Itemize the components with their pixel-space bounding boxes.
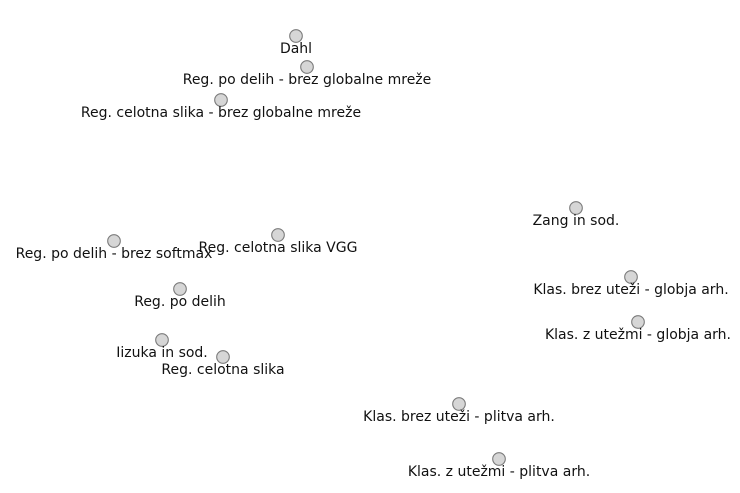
node-marker	[289, 29, 303, 43]
node-label: Reg. po delih	[134, 294, 226, 310]
node-label: Zang in sod.	[533, 213, 620, 229]
node-zang: Zang in sod.	[533, 201, 620, 229]
node-label: Reg. celotna slika VGG	[199, 240, 358, 256]
node-marker	[271, 228, 285, 242]
node-label: Klas. z utežmi - globja arh.	[545, 327, 731, 343]
node-reg-po-delih: Reg. po delih	[134, 282, 226, 310]
node-marker	[624, 270, 638, 284]
node-marker	[452, 397, 466, 411]
node-label: Reg. celotna slika - brez globalne mreže	[81, 105, 361, 121]
node-reg-celotna-brez-globalne: Reg. celotna slika - brez globalne mreže	[81, 93, 361, 121]
node-label: Klas. z utežmi - plitva arh.	[408, 464, 590, 480]
node-klas-brez-utezi-plitva: Klas. brez uteži - plitva arh.	[363, 397, 555, 425]
node-marker	[214, 93, 228, 107]
node-marker	[631, 315, 645, 329]
node-label: Reg. celotna slika	[161, 362, 284, 378]
node-marker	[107, 234, 121, 248]
node-label: Iizuka in sod.	[116, 345, 208, 361]
node-label: Reg. po delih - brez softmax	[16, 246, 213, 262]
node-marker	[569, 201, 583, 215]
node-label: Klas. brez uteži - plitva arh.	[363, 409, 555, 425]
node-marker	[492, 452, 506, 466]
node-marker	[300, 60, 314, 74]
node-reg-celotna: Reg. celotna slika	[161, 350, 285, 378]
node-label: Klas. brez uteži - globja arh.	[533, 282, 728, 298]
node-marker	[173, 282, 187, 296]
node-label: Dahl	[280, 41, 312, 57]
node-marker	[155, 333, 169, 347]
node-klas-brez-utezi-globja: Klas. brez uteži - globja arh.	[533, 270, 729, 298]
node-iizuka: Iizuka in sod.	[116, 333, 208, 361]
node-reg-po-delih-brez-globalne: Reg. po delih - brez globalne mreže	[183, 60, 432, 88]
node-reg-celotna-vgg: Reg. celotna slika VGG	[199, 228, 358, 256]
node-label: Reg. po delih - brez globalne mreže	[183, 72, 432, 88]
node-klas-z-utezmi-globja: Klas. z utežmi - globja arh.	[545, 315, 731, 343]
node-reg-po-delih-brez-softmax: Reg. po delih - brez softmax	[16, 234, 213, 262]
node-klas-z-utezmi-plitva: Klas. z utežmi - plitva arh.	[408, 452, 590, 480]
node-dahl: Dahl	[280, 29, 312, 57]
node-marker	[216, 350, 230, 364]
